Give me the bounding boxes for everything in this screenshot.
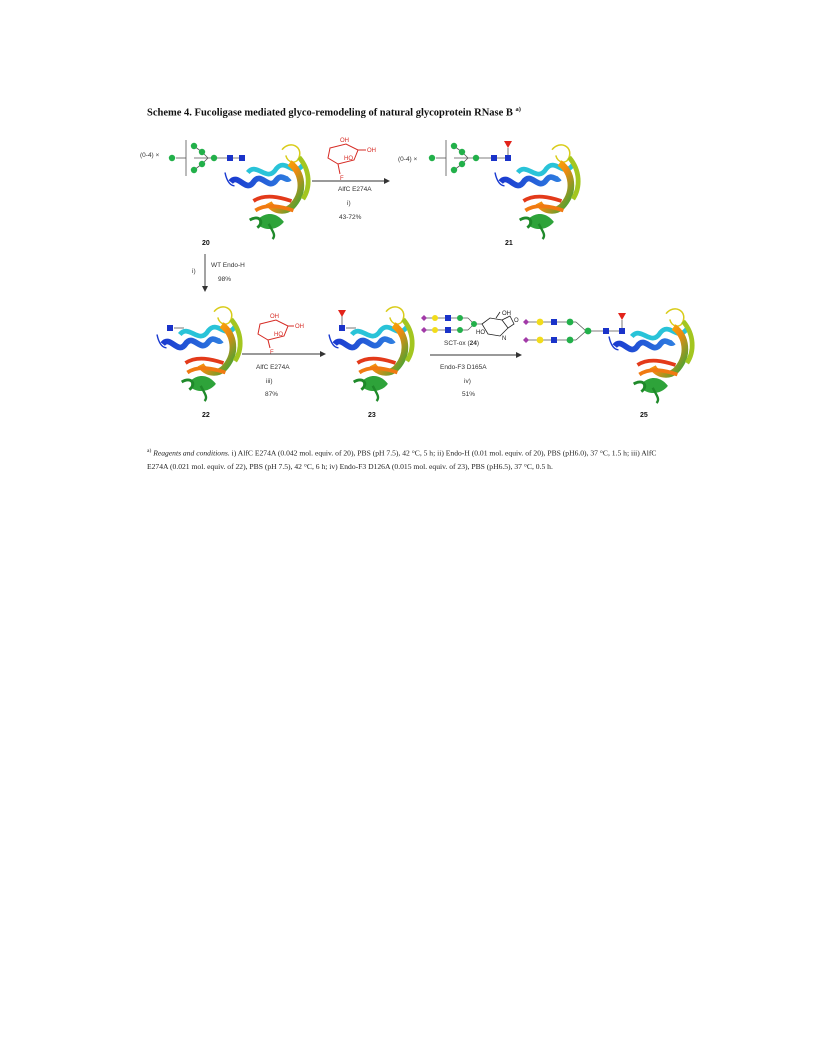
fucose-residue <box>338 310 346 317</box>
reaction-2-yield: 98% <box>218 276 232 283</box>
fucosyl-fluoride-donor: OH HO OH F <box>327 138 376 182</box>
compound-21-label: 21 <box>505 240 513 247</box>
reagents-footnote: a) Reagents and conditions. i) AlfC E274… <box>147 448 657 471</box>
ho-label: HO <box>344 156 353 162</box>
glcnac-residue <box>551 319 557 325</box>
mannose-residue <box>566 336 574 344</box>
galactose-residue <box>536 336 544 344</box>
mannose-residue <box>458 148 466 156</box>
repeat-label: (0-4) × <box>140 152 160 159</box>
mannose-residue <box>198 160 206 168</box>
mannose-residue <box>472 154 480 162</box>
compound-23-label: 23 <box>368 412 376 419</box>
n-label: N <box>502 336 506 342</box>
sialic-acid-residue <box>421 327 427 333</box>
sialic-acid-residue <box>523 337 529 343</box>
ho-label: HO <box>274 332 283 338</box>
oh-label: OH <box>295 324 304 330</box>
glcnac-residue <box>445 315 451 321</box>
ho-label: HO <box>476 330 485 336</box>
reaction-4-reagent: SCT-ox (24) <box>444 340 480 347</box>
sialic-acid-residue <box>421 315 427 321</box>
f-label: F <box>270 350 274 354</box>
compound-25-structure <box>523 300 720 410</box>
glcnac-residue <box>239 155 245 161</box>
reaction-arrow-1 <box>312 178 390 184</box>
galactose-residue <box>432 315 438 321</box>
fucose-residue <box>504 141 512 148</box>
glcnac-residue <box>167 325 173 331</box>
galactose-residue <box>432 327 438 333</box>
sct-ox-donor: OH HO O N <box>421 311 519 342</box>
scheme-title: Scheme 4. Fucoligase mediated glyco-remo… <box>147 106 521 119</box>
compound-22-structure <box>150 300 250 410</box>
reaction-1-yield: 43-72% <box>339 214 362 221</box>
mannose-residue <box>190 142 198 150</box>
reaction-2-step: i) <box>192 268 196 275</box>
compound-25-label: 25 <box>640 412 648 419</box>
rnase-b-protein <box>157 307 240 401</box>
reaction-1-step: i) <box>347 200 351 207</box>
compound-23-structure <box>322 300 422 410</box>
compound-20-structure <box>168 140 316 242</box>
glcnac-residue <box>603 328 609 334</box>
mannose-residue <box>457 327 463 333</box>
reaction-2-reagent: WT Endo-H <box>211 262 245 269</box>
mannose-residue <box>210 154 218 162</box>
reaction-4-enzyme: Endo-F3 D165A <box>440 364 487 371</box>
reaction-1-reagent: AlfC E274A <box>338 186 372 193</box>
fucose-residue <box>618 313 626 320</box>
rnase-b-protein <box>225 145 308 239</box>
glcnac-residue <box>505 155 511 161</box>
mannose-residue <box>471 321 477 327</box>
rnase-b-protein <box>329 307 412 401</box>
sialic-acid-residue <box>523 319 529 325</box>
mannose-residue <box>566 318 574 326</box>
oh-label: OH <box>340 138 349 144</box>
reaction-3-yield: 87% <box>265 391 279 398</box>
glcnac-residue <box>619 328 625 334</box>
reaction-4-step: iv) <box>464 378 471 385</box>
mannose-residue <box>168 154 176 162</box>
mannose-residue <box>450 166 458 174</box>
compound-20-label: 20 <box>202 240 210 247</box>
oh-label: OH <box>270 314 279 320</box>
f-label: F <box>340 176 344 182</box>
oh-label: OH <box>502 311 511 317</box>
compound-22-label: 22 <box>202 412 210 419</box>
reaction-3-step: iii) <box>266 378 273 385</box>
mannose-residue <box>198 148 206 156</box>
fucosyl-fluoride-donor: OH HO OH F <box>257 314 304 354</box>
mannose-residue <box>458 160 466 168</box>
mannose-residue <box>584 327 592 335</box>
reaction-4-yield: 51% <box>462 391 476 398</box>
glcnac-residue <box>339 325 345 331</box>
o-label: O <box>514 318 519 324</box>
mannose-residue <box>428 154 436 162</box>
reaction-arrow-4 <box>430 352 522 358</box>
compound-21-structure <box>428 140 596 242</box>
rnase-b-protein <box>609 309 692 403</box>
glcnac-residue <box>551 337 557 343</box>
repeat-label: (0-4) × <box>398 156 418 163</box>
galactose-residue <box>536 318 544 326</box>
mannose-residue <box>450 142 458 150</box>
mannose-residue <box>457 315 463 321</box>
reaction-3-reagent: AlfC E274A <box>256 364 290 371</box>
reaction-arrow-3 <box>242 351 326 357</box>
glcnac-residue <box>445 327 451 333</box>
glcnac-residue <box>491 155 497 161</box>
oh-label: OH <box>367 148 376 154</box>
glcnac-residue <box>227 155 233 161</box>
reaction-arrow-2 <box>202 254 208 292</box>
mannose-residue <box>190 166 198 174</box>
